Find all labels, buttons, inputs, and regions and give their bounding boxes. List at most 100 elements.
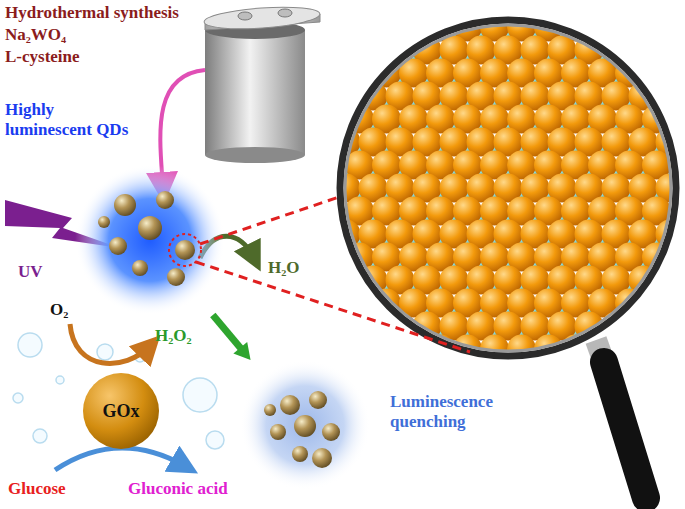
- lattice-atom-w: [538, 371, 558, 391]
- lattice-atom-w: [606, 26, 626, 46]
- lattice-atom-s: [683, 36, 685, 65]
- substrate-label: Glucose: [8, 479, 66, 499]
- lattice-atom-s: [683, 0, 685, 19]
- light-label: UV: [18, 262, 43, 282]
- lattice-atom-s: [602, 358, 631, 387]
- lattice-atom-w: [646, 371, 666, 391]
- lattice-atom-w: [295, 279, 315, 299]
- lattice-atom-s: [399, 335, 428, 364]
- lattice-atom-s: [318, 105, 347, 134]
- lattice-atom-w: [511, 371, 531, 391]
- lattice-atom-w: [322, 233, 342, 253]
- quantum-dot: [322, 423, 340, 441]
- lattice-atom-s: [629, 36, 658, 65]
- lattice-atom-s: [278, 174, 307, 203]
- lattice-atom-w: [592, 371, 612, 391]
- lattice-atom-s: [467, 358, 496, 387]
- lattice-atom-s: [318, 13, 347, 42]
- lattice: [278, 0, 685, 391]
- lattice-atom-s: [291, 197, 320, 226]
- lattice-atom-w: [349, 3, 369, 23]
- quantum-dot: [280, 395, 300, 415]
- lattice-atom-w: [660, 348, 680, 368]
- lattice-atom-s: [332, 312, 361, 341]
- lattice-atom-s: [278, 128, 307, 157]
- lattice-atom-s: [494, 358, 523, 387]
- lattice-atom-s: [278, 82, 307, 111]
- oxygen-arrow: [70, 324, 150, 363]
- lattice-atom-s: [413, 0, 442, 19]
- lattice-atom-s: [278, 220, 307, 249]
- lattice-atom-w: [309, 210, 329, 230]
- autoclave-body: [205, 30, 305, 155]
- species-label: H₂O₂: [155, 326, 192, 346]
- lattice-atom-s: [656, 0, 685, 19]
- lattice-atom-s: [318, 59, 347, 88]
- quantum-dot: [156, 191, 174, 209]
- lattice-atom-s: [575, 358, 604, 387]
- lattice-atom-w: [673, 233, 685, 253]
- lattice-atom-s: [629, 358, 658, 387]
- node-outline: [83, 373, 159, 449]
- reagent-label: L-cysteine: [5, 47, 80, 67]
- quantum-dot: [264, 404, 276, 416]
- lattice-atom-w: [336, 72, 356, 92]
- lattice-atom-s: [656, 82, 685, 111]
- enzyme-sphere: GOx: [83, 373, 159, 449]
- bubble: [13, 393, 23, 403]
- lattice-atom-s: [642, 59, 671, 88]
- lattice-atom-s: [588, 13, 617, 42]
- lattice-atom-s: [345, 13, 374, 42]
- lattice-atom-w: [579, 348, 599, 368]
- process-label: Hydrothermal synthesis: [5, 3, 179, 23]
- arrow-shaft: [213, 315, 242, 349]
- zoom-line: [200, 196, 342, 244]
- lattice-atom-w: [309, 26, 329, 46]
- lattice-atom-w: [336, 26, 356, 46]
- lattice-atom-s: [615, 335, 644, 364]
- lattice-atom-s: [305, 220, 334, 249]
- lattice-atom-w: [322, 95, 342, 115]
- lid-knob: [278, 9, 292, 17]
- qd-solution: Highly luminescent QDs: [75, 165, 225, 315]
- lattice-atom-w: [309, 164, 329, 184]
- lattice-atom-w: [660, 26, 680, 46]
- lattice-atom-s: [656, 36, 685, 65]
- lattice-atom-s: [359, 358, 388, 387]
- species-label: H₂O: [268, 258, 300, 278]
- lattice-atom-w: [376, 325, 396, 345]
- lattice-atom-s: [278, 0, 307, 19]
- lattice-atom-w: [295, 141, 315, 161]
- lattice-atom-w: [309, 302, 329, 322]
- lattice-atom-s: [521, 358, 550, 387]
- lattice-atom-s: [305, 174, 334, 203]
- lattice-atom-s: [413, 358, 442, 387]
- lattice-atom-w: [390, 348, 410, 368]
- lattice-atom-s: [683, 128, 685, 157]
- bubble: [33, 429, 47, 443]
- glucose-arrow: [55, 448, 185, 470]
- lattice-atom-w: [376, 3, 396, 23]
- lattice-atom-s: [440, 0, 469, 19]
- lattice-atom-s: [372, 13, 401, 42]
- lattice-atom-s: [575, 0, 604, 19]
- lens-rim: [340, 20, 676, 356]
- zoom-line: [196, 262, 470, 352]
- lattice-atom-s: [669, 335, 685, 364]
- lattice-atom-w: [660, 72, 680, 92]
- qd-solution: Luminescence quenching: [240, 360, 370, 490]
- lattice-atom-w: [349, 325, 369, 345]
- lattice-atom-s: [399, 13, 428, 42]
- lattice-atom-s: [318, 243, 347, 272]
- lattice-atom-s: [359, 0, 388, 19]
- lattice-atom-s: [305, 128, 334, 157]
- lattice-atom-s: [278, 312, 307, 341]
- lattice-atom-w: [322, 279, 342, 299]
- lattice-atom-w: [376, 371, 396, 391]
- lattice-atom-s: [305, 0, 334, 19]
- lattice-atom-w: [363, 348, 383, 368]
- lattice-atom-w: [565, 371, 585, 391]
- lattice-atom-w: [309, 256, 329, 276]
